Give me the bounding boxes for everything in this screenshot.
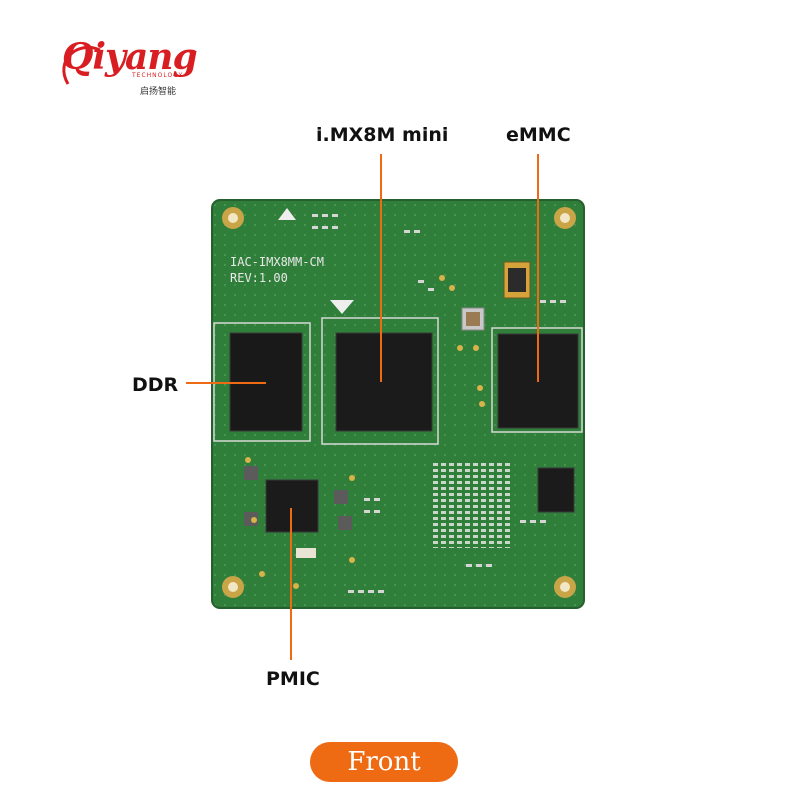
logo-swoosh-icon	[62, 45, 101, 85]
board-model-text: IAC-IMX8MM-CM	[230, 255, 324, 269]
small-ic	[537, 467, 575, 513]
mounting-hole-icon	[222, 207, 576, 598]
pcb-board: IAC-IMX8MM-CM REV:1.00	[211, 199, 585, 609]
qiyang-logo: Qiyang TECHNOLOGY 启扬智能	[62, 36, 198, 102]
triangle-marker-icon	[278, 208, 296, 220]
cpu-chip	[335, 332, 433, 432]
pmic-callout-label: PMIC	[266, 668, 320, 690]
logo-chinese-name: 启扬智能	[140, 87, 177, 97]
cpu-callout-label: i.MX8M mini	[316, 124, 449, 146]
view-side-label: Front	[347, 747, 421, 777]
emmc-callout-label: eMMC	[506, 124, 571, 146]
logo-tagline: TECHNOLOGY	[132, 72, 184, 79]
callout-lines	[186, 154, 539, 660]
board-revision-text: REV:1.00	[230, 271, 288, 285]
ddr-callout-label: DDR	[132, 374, 179, 396]
logo-wordmark: Qiyang	[62, 36, 198, 78]
view-side-badge: Front	[310, 742, 458, 782]
triangle-marker-icon	[330, 300, 354, 314]
